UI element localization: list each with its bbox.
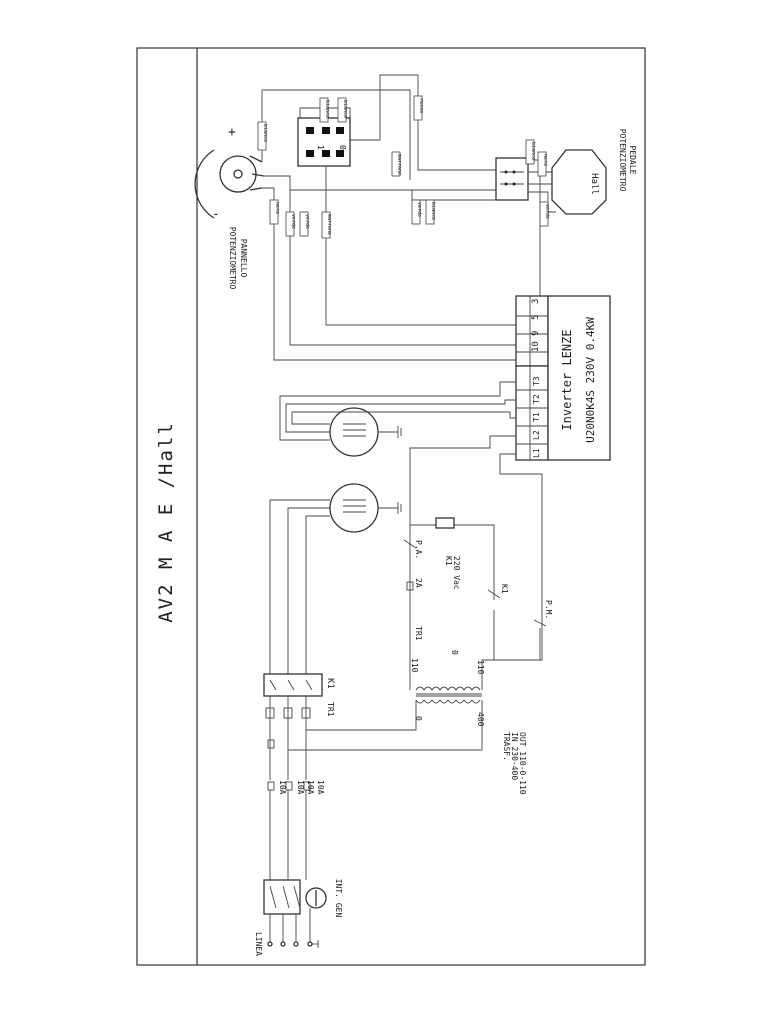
pot-pedal-label1: POTENZIOMETRO <box>618 129 627 192</box>
line-terminals <box>267 940 319 948</box>
coil-voltage-label: 220 Vac <box>452 556 461 590</box>
terminal-L2: L2 <box>532 430 541 440</box>
svg-text:verde: verde <box>544 204 550 219</box>
wire-tag: verde <box>285 211 296 237</box>
wire-tag: bianco <box>319 97 330 123</box>
terminal-T3: T3 <box>532 376 541 386</box>
wire-tag: rosso <box>413 95 424 121</box>
svg-text:marrone: marrone <box>326 214 332 235</box>
hall-label: Hall <box>589 173 599 195</box>
pot-minus-sign: - <box>212 207 220 222</box>
terminal-10: 10 <box>531 341 541 352</box>
fuse-label-3: 10A <box>306 780 315 795</box>
svg-text:rosso: rosso <box>418 98 424 113</box>
svg-text:nero: nero <box>274 202 280 214</box>
inverter-block: 10 9 5 3 L1 L2 T1 T2 T3 Inverter LENZE U… <box>515 295 611 461</box>
pm-label: P.M. <box>544 600 553 619</box>
wire-tag-group: bianco bianco bianco marrone rosso nero … <box>257 95 550 239</box>
pot-pedal-label2: PEDALE <box>628 146 637 175</box>
tr-tap-0: 0 <box>414 716 423 721</box>
wire-tag: bianco <box>525 139 536 165</box>
svg-text:marrone: marrone <box>396 154 402 175</box>
terminal-L1: L1 <box>532 448 541 458</box>
terminal-T2: T2 <box>532 394 541 404</box>
coil-k1-label: K1 <box>444 556 453 566</box>
svg-text:bianco: bianco <box>324 100 330 118</box>
thermal-tr1: TR1 <box>265 702 335 719</box>
wire-tag: marrone <box>321 211 332 239</box>
pot-panel-label2: PANNELLO <box>239 239 248 278</box>
pa-label: P.A. <box>414 540 423 559</box>
wire-tag: verde <box>299 211 310 237</box>
selector-switch: 1 0 <box>297 117 351 167</box>
wire-tag: marrone <box>391 151 402 177</box>
fuse-label-4: 10A <box>316 780 325 795</box>
pot-panel-label1: POTENZIOMETRO <box>228 227 237 290</box>
fuse-group: 10A 10A 10A 10A <box>267 739 325 795</box>
switch-pos-1: 1 <box>316 145 325 150</box>
wire-tag: nero <box>537 151 548 177</box>
tr-tap-400: 400 <box>476 712 485 727</box>
control-fuse-label: 2A <box>414 578 423 588</box>
motor-inverter <box>329 407 402 457</box>
tr-sec-110b: 110 <box>476 660 485 675</box>
tr-label-2: IN 230-400 <box>510 732 519 780</box>
pedal-potentiometer: Hall POTENZIOMETRO PEDALE <box>495 129 637 215</box>
transformer: 0 400 110 0 110 TRASF. IN 230-400 OUT 11… <box>410 626 527 795</box>
supply-line-label: LINEA <box>254 932 263 956</box>
inverter-model: U20N0K4S 230V 0.4KW <box>584 317 597 443</box>
main-switch: INT. GEN <box>263 879 343 918</box>
svg-text:bianco: bianco <box>430 202 436 220</box>
contactor-k1-label: K1 <box>325 678 335 689</box>
wire-tag: verde <box>411 199 422 225</box>
wire-tag: nero <box>269 199 280 225</box>
pot-plus-sign: + <box>228 125 236 140</box>
switch-pos-0: 0 <box>338 145 347 150</box>
svg-text:verde: verde <box>304 214 310 229</box>
svg-text:bianco: bianco <box>530 142 536 160</box>
wire-tag: bianco <box>425 199 436 225</box>
control-circuit: 2A P.A. K1 220 Vac K1 P.M. <box>403 517 553 627</box>
svg-text:verde: verde <box>416 202 422 217</box>
svg-text:verde: verde <box>290 214 296 229</box>
fuse-label-2: 10A <box>296 780 305 795</box>
svg-text:bianco: bianco <box>342 100 348 118</box>
fuse-label-1: 10A <box>278 780 287 795</box>
svg-text:bianco: bianco <box>262 124 268 142</box>
terminal-3: 3 <box>531 299 541 304</box>
tr-name: TR1 <box>414 626 423 641</box>
power-terminals: L1 L2 T1 T2 T3 <box>516 366 548 460</box>
thermal-tr1-label: TR1 <box>326 702 335 717</box>
diagram-title: AV2 M A E /Hall <box>155 421 177 623</box>
terminal-5: 5 <box>531 315 541 320</box>
inverter-name: Inverter LENZE <box>560 329 574 430</box>
contactor-k1: K1 <box>263 673 335 697</box>
tr-label-3: OUT 110-0-110 <box>518 732 527 795</box>
relay-k1-label: K1 <box>500 584 509 594</box>
tr-sec-110a: 110 <box>410 658 419 673</box>
control-terminals: 10 9 5 3 <box>516 296 548 366</box>
wire-tag: bianco <box>337 97 348 123</box>
tr-sec-0: 0 <box>450 650 459 655</box>
motor-direct <box>329 483 402 533</box>
tr-label-1: TRASF. <box>502 732 511 761</box>
terminal-T1: T1 <box>532 412 541 422</box>
panel-potentiometer: + - POTENZIOMETRO PANNELLO <box>194 125 265 290</box>
main-switch-label: INT. GEN <box>334 879 343 918</box>
terminal-9: 9 <box>531 331 541 336</box>
wire-tag: verde <box>539 201 550 227</box>
wire-tag: bianco <box>257 121 268 151</box>
svg-text:nero: nero <box>542 154 548 166</box>
drawing-frame <box>136 47 646 966</box>
